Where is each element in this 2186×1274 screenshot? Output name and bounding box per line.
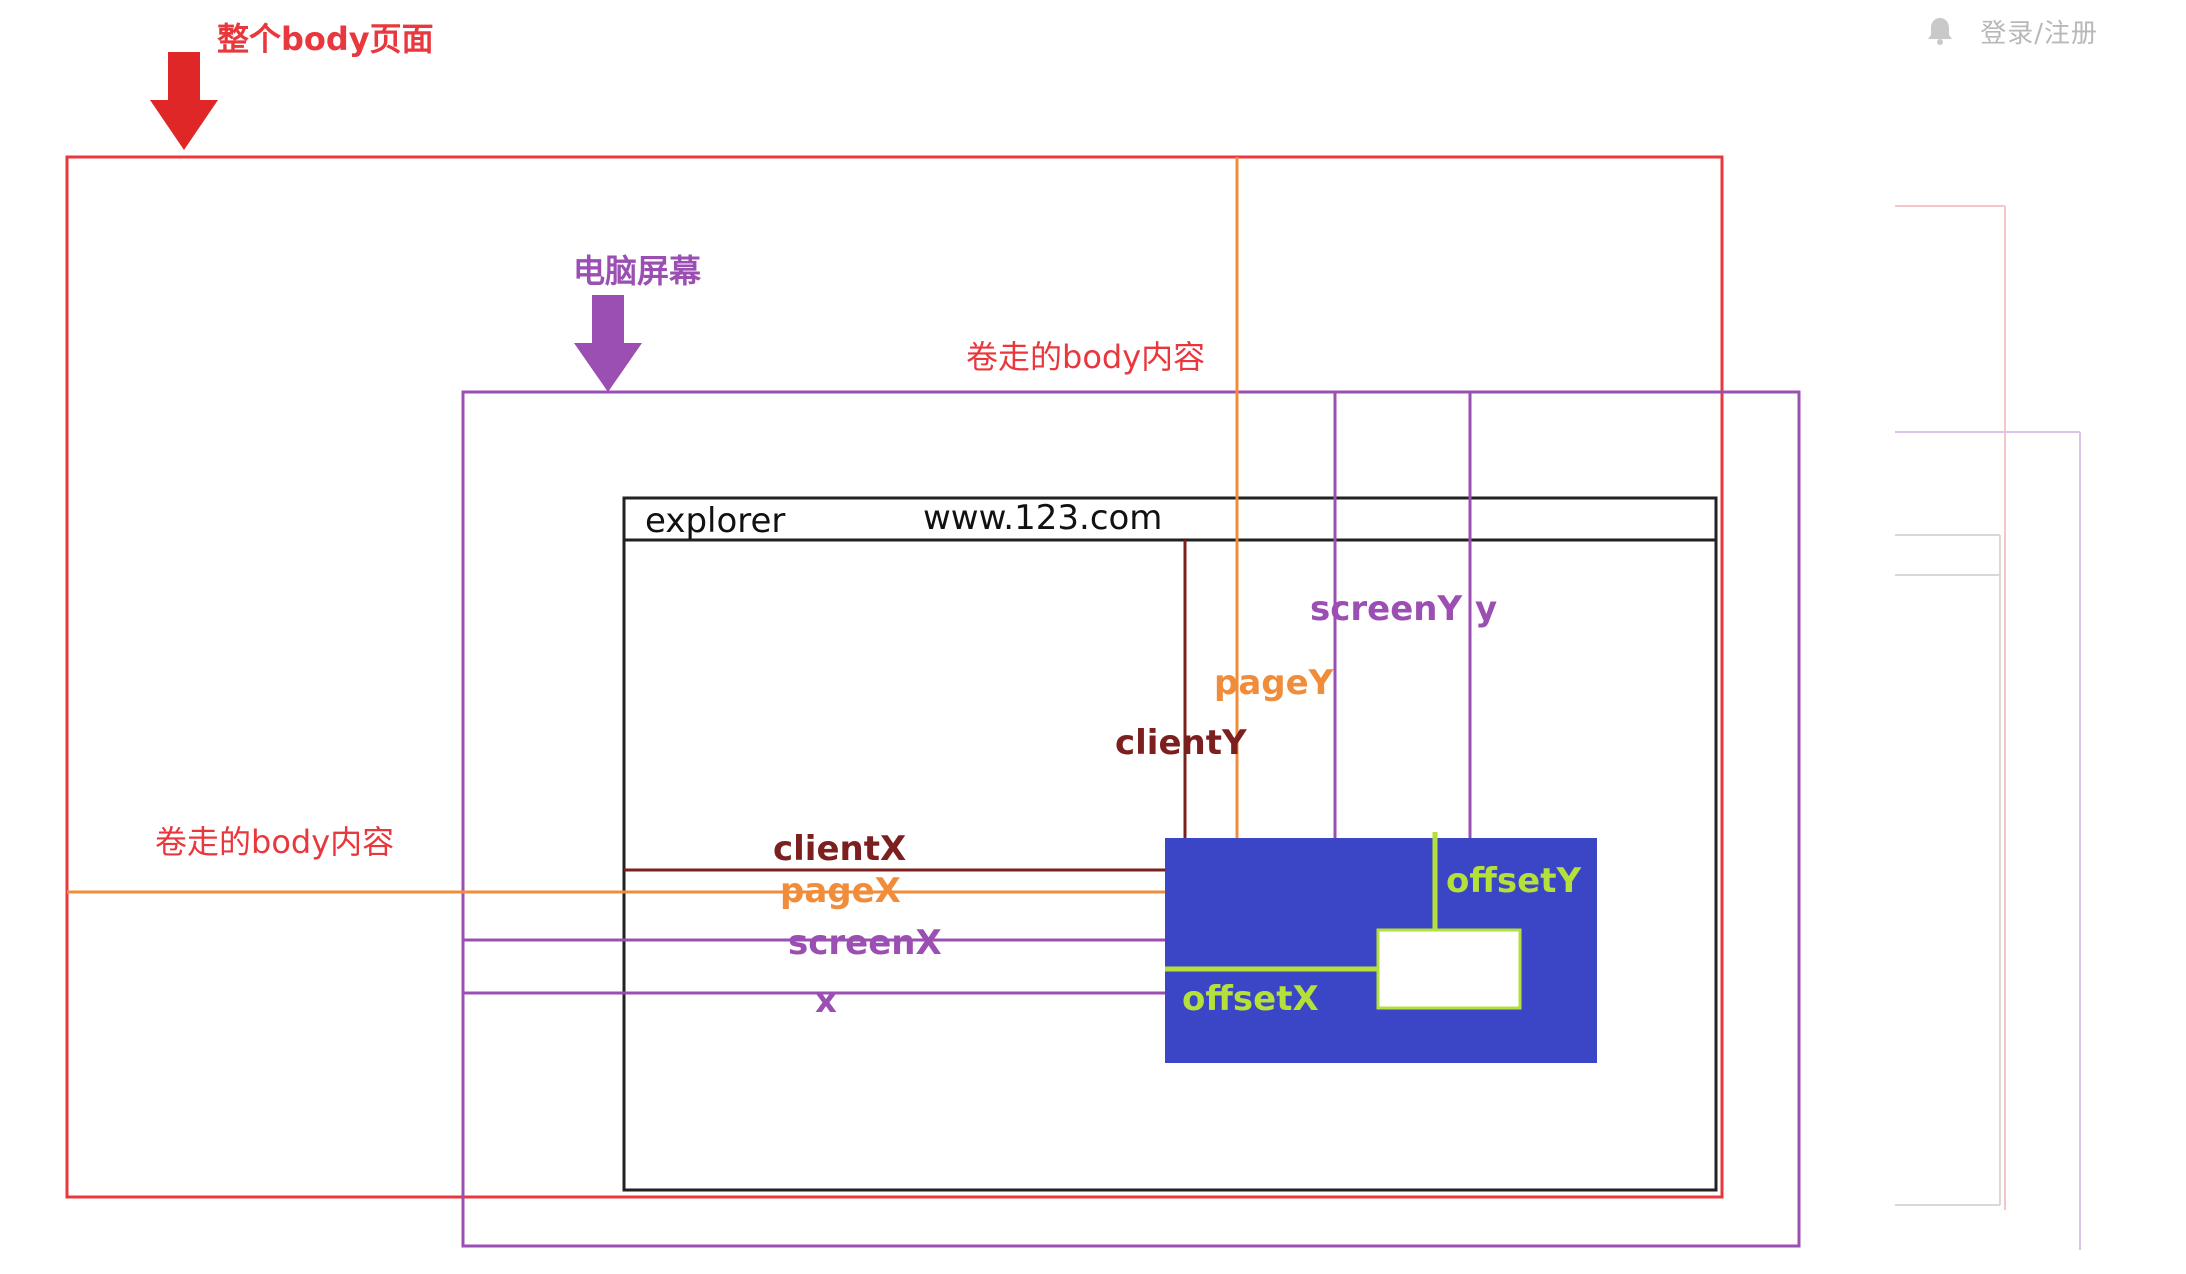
screen-rect (461, 390, 1801, 1248)
faded-background-frames (1895, 205, 2081, 1250)
screenY-label: screenY (1310, 589, 1462, 629)
whole-body-label: 整个body页面 (217, 20, 434, 58)
offsetX-label: offsetX (1182, 979, 1319, 1019)
whole-body-arrow-icon (150, 52, 218, 150)
screen-label: 电脑屏幕 (573, 252, 702, 290)
y-label: y (1475, 589, 1497, 629)
scrolled-top-label: 卷走的body内容 (966, 338, 1205, 376)
mouse-point-box (1376, 928, 1522, 1010)
pageX-label: pageX (780, 871, 901, 911)
screenX-label: screenX (788, 923, 942, 963)
bell-icon[interactable] (1924, 15, 1956, 47)
screen-arrow-icon (574, 295, 642, 392)
browser-url: www.123.com (923, 498, 1162, 538)
scrolled-left-label: 卷走的body内容 (155, 823, 394, 861)
whole-body-rect (65, 155, 1724, 1199)
clientY-label: clientY (1115, 723, 1247, 763)
browser-title: explorer (645, 501, 785, 541)
offsetY-label: offsetY (1446, 861, 1581, 901)
pageY-label: pageY (1214, 663, 1334, 703)
login-register-link[interactable]: 登录/注册 (1980, 18, 2098, 49)
x-label: x (815, 981, 837, 1021)
clientX-label: clientX (773, 829, 906, 869)
top-bar: 登录/注册 (1924, 0, 2186, 62)
